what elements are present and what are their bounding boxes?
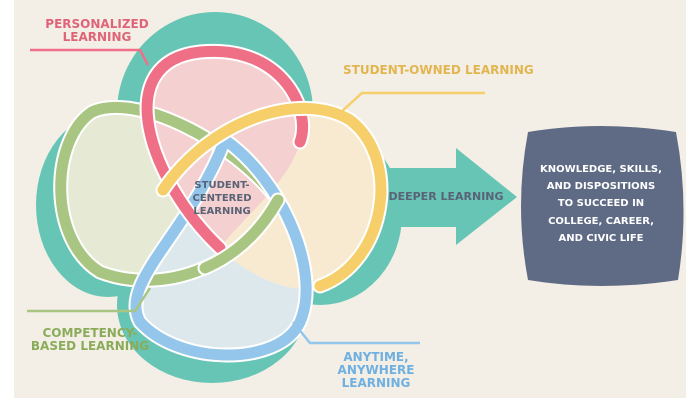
personalized-label: PERSONALIZED LEARNING (45, 17, 148, 44)
competency-leader-line (27, 287, 152, 313)
outcome-line: AND DISPOSITIONS (547, 181, 655, 192)
label-line: COMPETENCY- (42, 326, 137, 340)
label-line: BASED LEARNING (31, 339, 149, 353)
outcome-line: COLLEGE, CAREER, (548, 216, 654, 227)
student-owned-loop (157, 102, 387, 292)
outcome-line: KNOWLEDGE, SKILLS, (540, 164, 662, 175)
center-label-line: STUDENT- (194, 180, 249, 191)
label-line: LEARNING (342, 376, 411, 390)
anytime-leader-line (292, 321, 420, 345)
center-label-line: LEARNING (193, 206, 250, 217)
student-owned-leader-line (339, 91, 485, 114)
center-label: STUDENT- CENTERED LEARNING (192, 180, 251, 217)
center-label-line: CENTERED (192, 193, 251, 204)
student-owned-label: STUDENT-OWNED LEARNING (343, 63, 534, 77)
anytime-label: ANYTIME, ANYWHERE LEARNING (338, 350, 415, 390)
outcome-line: AND CIVIC LIFE (559, 233, 644, 244)
outcome-box (521, 126, 684, 286)
personalized-leader-line (30, 48, 150, 66)
deeper-learning-label: DEEPER LEARNING (388, 190, 503, 203)
anytime-loop (130, 134, 312, 361)
label-line: ANYTIME, (343, 350, 408, 364)
outcome-text: KNOWLEDGE, SKILLS, AND DISPOSITIONS TO S… (540, 164, 662, 244)
competency-label: COMPETENCY- BASED LEARNING (31, 326, 149, 353)
deeper-learning-arrow (380, 148, 517, 245)
label-line: PERSONALIZED (45, 17, 148, 31)
outcome-line: TO SUCCEED IN (558, 198, 644, 209)
label-line: LEARNING (63, 30, 132, 44)
label-line: ANYWHERE (338, 363, 415, 377)
